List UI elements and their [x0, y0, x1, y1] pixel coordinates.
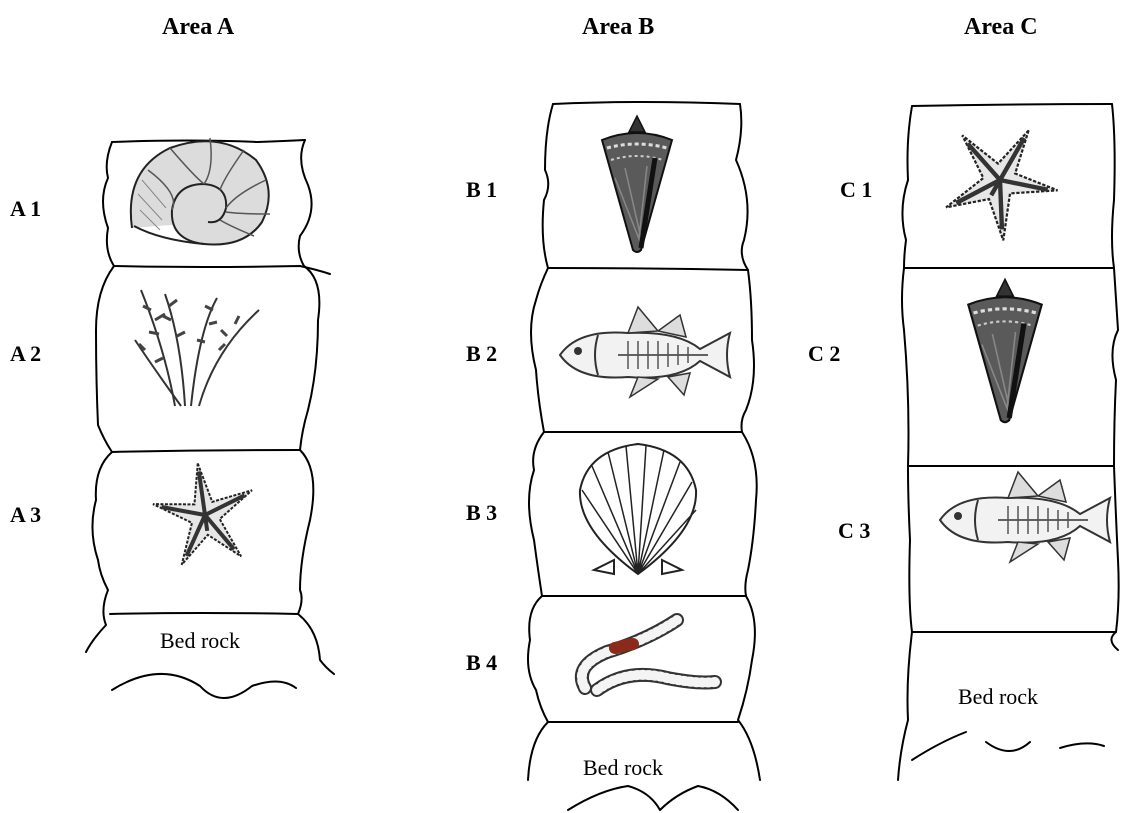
fossil-cone-b1: [602, 116, 672, 252]
fossil-fish-c3: [940, 472, 1110, 562]
fossil-seaweed-a2: [135, 290, 259, 406]
fossil-nautilus-a1: [131, 138, 270, 245]
fossil-worm-b4: [582, 620, 715, 690]
fossil-starfish-a3: [148, 457, 261, 568]
fossil-cone-c2: [968, 279, 1042, 422]
fossil-scallop-b3: [580, 444, 696, 574]
fossil-fish-b2: [560, 307, 730, 397]
fossil-starfish-c1: [927, 103, 1076, 251]
